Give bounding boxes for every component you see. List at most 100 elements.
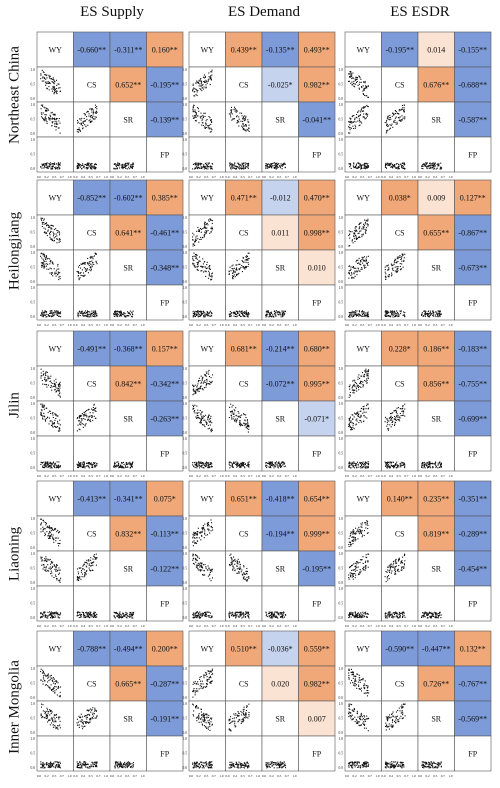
y-tick-label: 1.0: [31, 437, 36, 441]
y-tick-label: 1.0: [183, 286, 188, 290]
scatter-point: [194, 391, 196, 394]
scatter-point: [351, 239, 354, 241]
scatter-point: [113, 168, 115, 170]
scatter-point: [196, 81, 198, 83]
x-tick-label: 0.0: [345, 175, 350, 179]
scatter-point: [87, 262, 89, 264]
scatter-point: [240, 423, 242, 425]
scatter-point: [396, 413, 398, 415]
scatter-point: [355, 463, 357, 465]
scatter-point: [274, 162, 276, 165]
corr-value: -0.012: [270, 194, 291, 203]
scatter-point: [40, 522, 43, 524]
scatter-point: [205, 461, 208, 463]
scatter-point: [430, 462, 432, 465]
scatter-point: [241, 112, 243, 114]
y-tick-label: 0.5: [31, 382, 36, 386]
scatter-point: [427, 465, 429, 468]
scatter-point: [362, 258, 364, 260]
scatter-point: [348, 396, 350, 398]
scatter-point: [358, 115, 360, 117]
scatter-point: [195, 464, 197, 467]
scatter-point: [207, 311, 209, 314]
scatter-point: [401, 410, 403, 412]
x-tick-label: 0.2: [353, 474, 358, 478]
scatter-point: [404, 116, 406, 118]
scatter-point: [46, 379, 48, 381]
scatter-point: [353, 273, 355, 275]
scatter-point: [389, 315, 391, 317]
corr-value: 0.010: [308, 264, 326, 273]
scatter-point: [393, 465, 395, 467]
scatter-point: [366, 380, 368, 382]
scatter-point: [192, 84, 194, 86]
scatter-point: [49, 165, 51, 167]
scatter-point: [199, 379, 201, 382]
scatter-point: [94, 311, 96, 313]
scatter-point: [349, 384, 351, 386]
scatter-point: [403, 314, 405, 317]
scatter-point: [48, 232, 51, 234]
x-tick-label: 1.0: [412, 474, 417, 478]
scatter-point: [53, 87, 55, 89]
scatter-point: [387, 314, 390, 317]
scatter-cell: [344, 136, 382, 173]
scatter-point: [396, 262, 398, 264]
scatter-point: [92, 406, 94, 409]
scatter-point: [350, 163, 352, 165]
scatter-point: [199, 421, 201, 423]
x-tick-label: 1.0: [448, 323, 453, 327]
scatter-point: [90, 163, 92, 165]
scatter-point: [385, 164, 387, 166]
scatter-point: [127, 163, 130, 165]
variable-label: CS: [395, 380, 405, 389]
scatter-point: [360, 375, 362, 377]
scatter-point: [232, 404, 234, 406]
scatter-point: [82, 414, 84, 416]
scatter-point: [51, 425, 53, 427]
scatter-point: [210, 466, 212, 468]
scatter-point: [56, 310, 58, 312]
y-tick-label: 0.0: [339, 245, 344, 249]
scatter-point: [358, 228, 360, 230]
scatter-point: [421, 312, 423, 314]
scatter-point: [203, 419, 205, 421]
scatter-point: [45, 522, 48, 524]
scatter-point: [237, 416, 239, 418]
scatter-point: [247, 165, 249, 167]
scatter-point: [438, 462, 441, 464]
scatter-point: [386, 312, 388, 315]
scatter-point: [199, 386, 202, 388]
scatter-point: [127, 462, 129, 464]
scatter-point: [79, 129, 81, 131]
scatter-point: [41, 225, 43, 228]
scatter-point: [350, 268, 352, 270]
scatter-point: [207, 166, 209, 168]
scatter-point: [403, 259, 405, 261]
scatter-point: [236, 463, 238, 465]
scatter-point: [43, 408, 45, 410]
scatter-point: [399, 417, 401, 419]
scatter-point: [118, 165, 120, 167]
scatter-point: [391, 310, 393, 312]
scatter-point: [121, 463, 123, 465]
scatter-point: [79, 421, 81, 423]
scatter-point: [362, 461, 364, 463]
scatter-point: [56, 570, 58, 572]
scatter-point: [231, 312, 233, 314]
scatter-point: [349, 76, 351, 79]
scatter-point: [367, 220, 369, 222]
scatter-point: [244, 167, 246, 169]
scatter-point: [389, 462, 391, 464]
scatter-point: [56, 565, 58, 567]
scatter-point: [358, 374, 360, 376]
scatter-point: [246, 266, 248, 268]
scatter-point: [403, 311, 405, 313]
scatter-point: [50, 228, 52, 230]
scatter-point: [53, 538, 55, 540]
scatter-point: [349, 127, 351, 129]
scatter-point: [41, 310, 44, 312]
scatter-point: [245, 423, 247, 425]
scatter-point: [349, 311, 351, 314]
scatter-point: [193, 111, 195, 113]
